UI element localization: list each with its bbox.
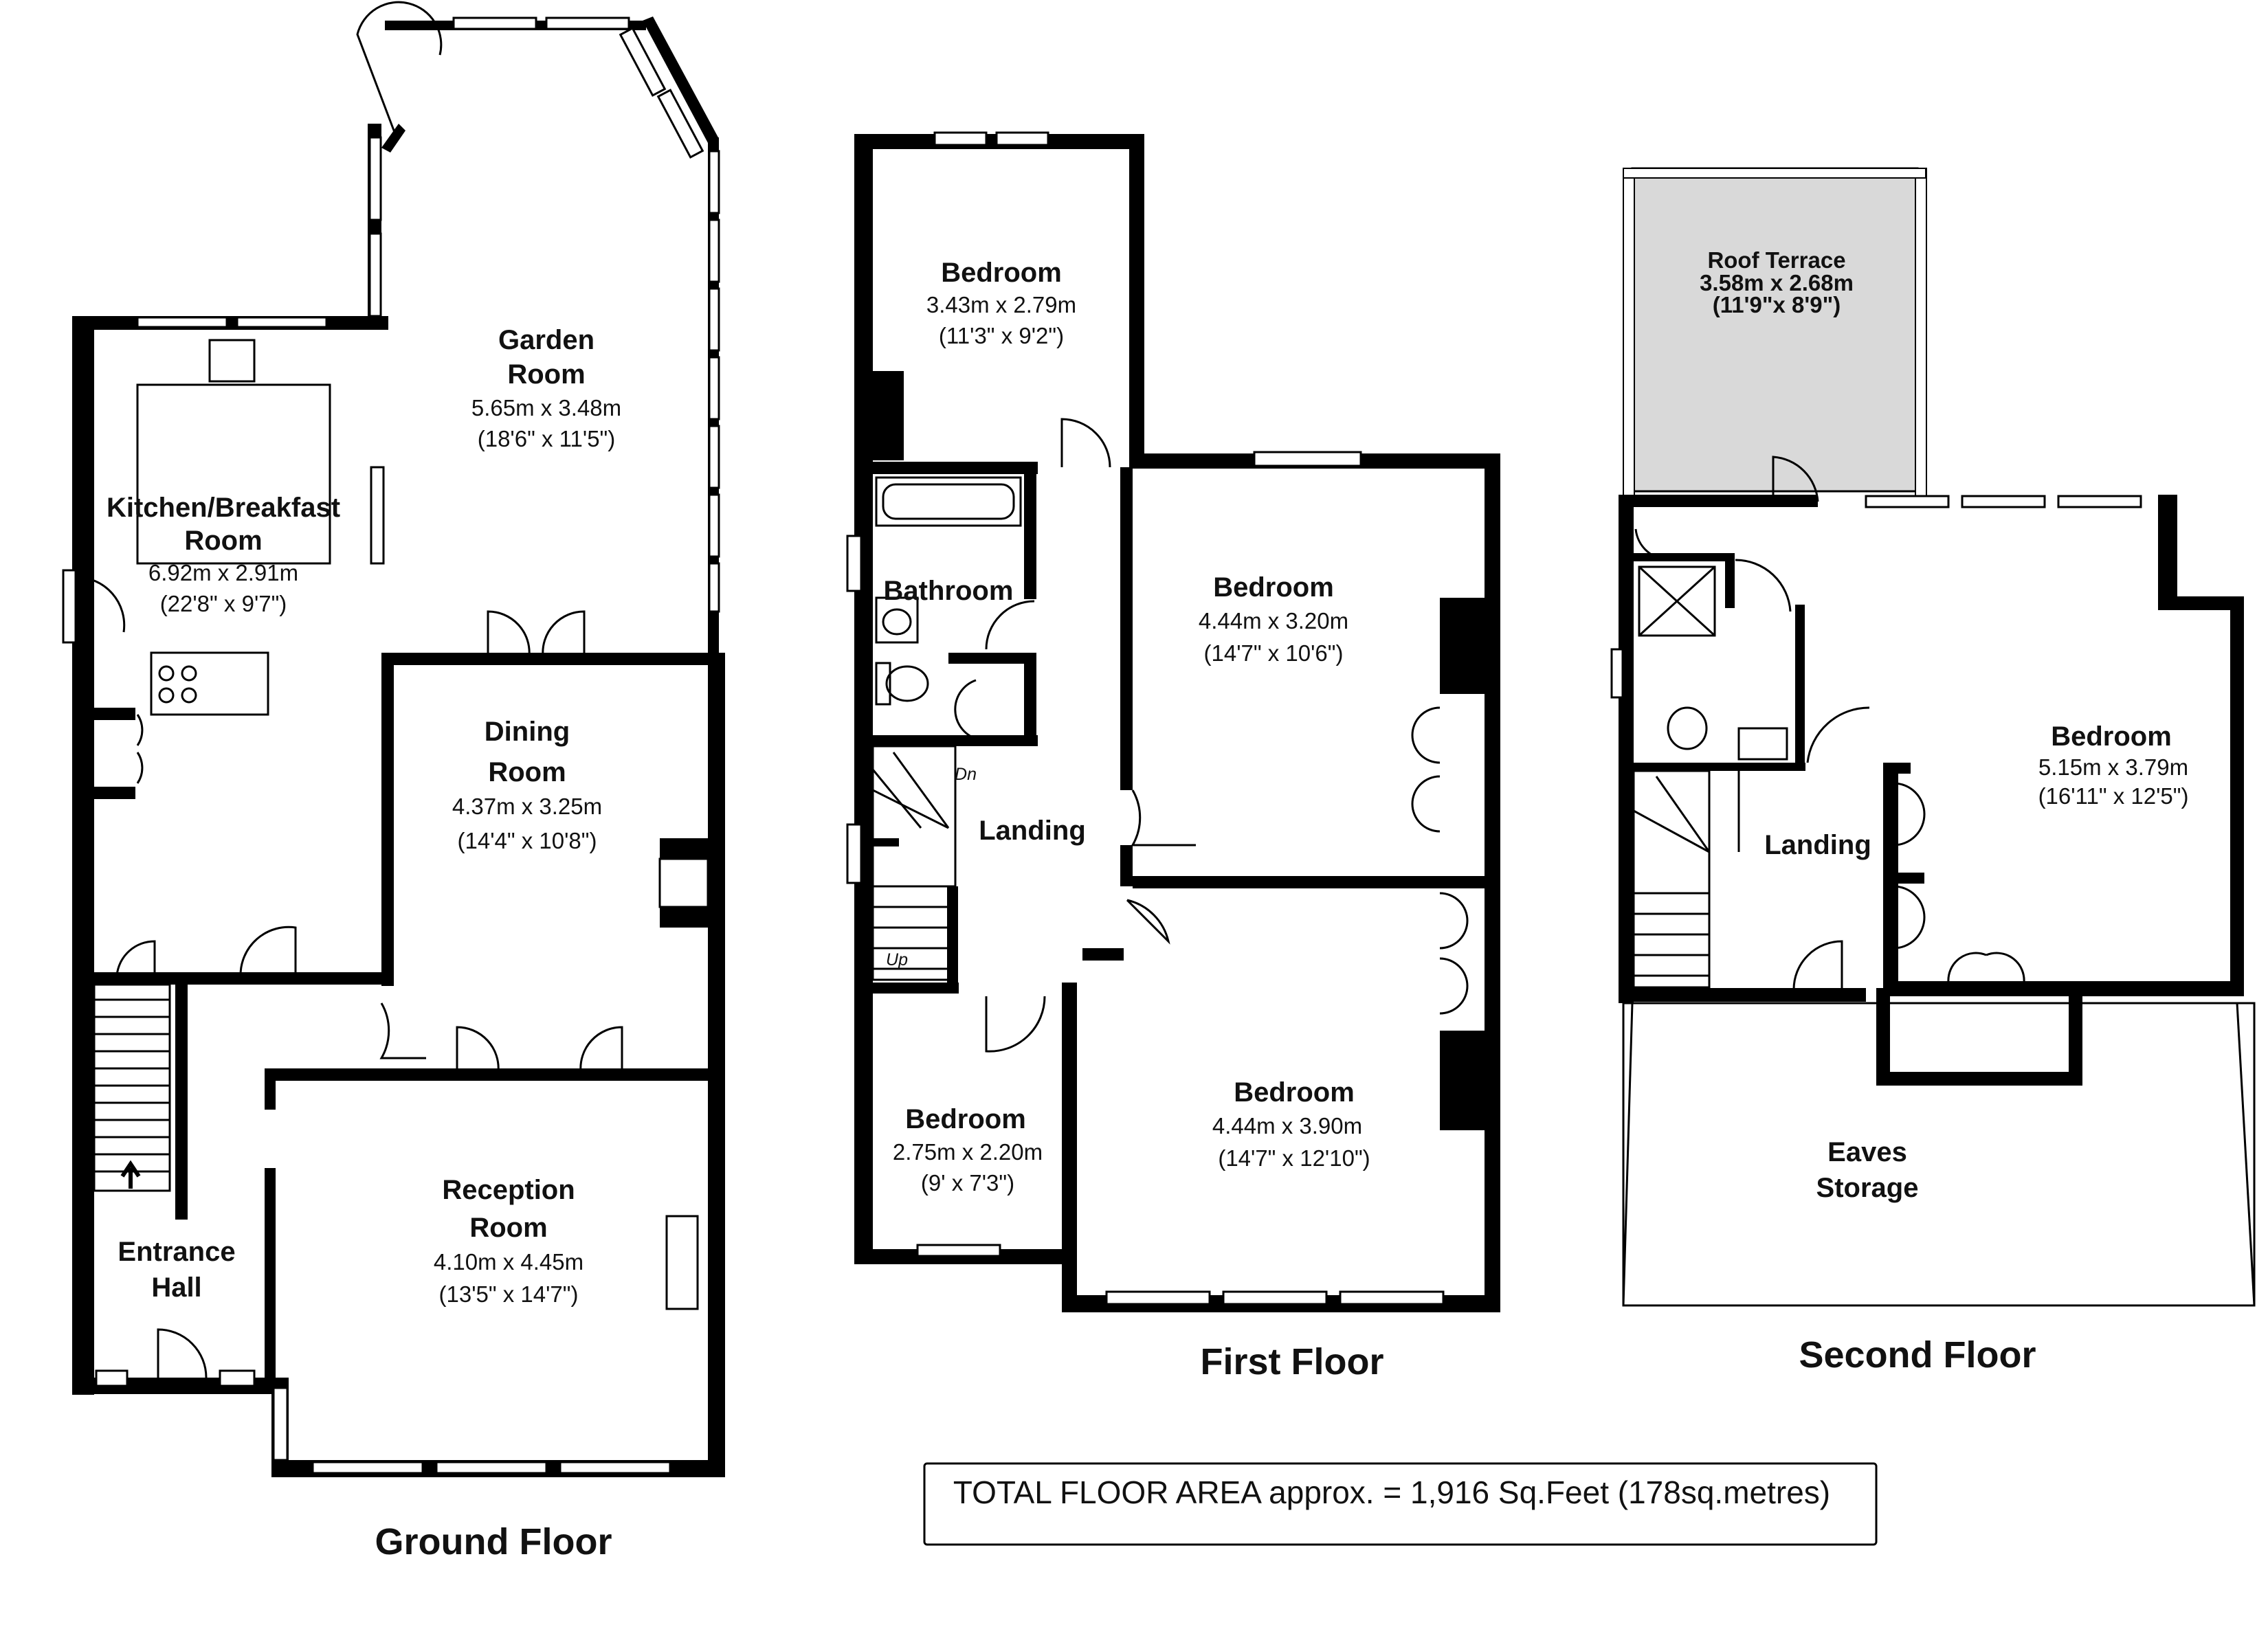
garden-room-imp: (18'6" x 11'5"): [478, 426, 616, 451]
reception-name-2: Room: [469, 1213, 547, 1243]
reception-name: Reception: [442, 1175, 575, 1205]
dining-name-2: Room: [488, 757, 566, 787]
first-bedroom-small-imp: (9' x 7'3"): [921, 1170, 1014, 1196]
first-bedroom-front-dim: 4.44m x 3.90m: [1212, 1113, 1362, 1138]
bathroom-name: Bathroom: [884, 576, 1014, 606]
first-landing-dn: Dn: [955, 765, 977, 784]
first-bedroom-mid-dim: 4.44m x 3.20m: [1199, 608, 1348, 633]
dining-name: Dining: [485, 717, 570, 747]
total-area-box: TOTAL FLOOR AREA approx. = 1,916 Sq.Feet…: [923, 1462, 1878, 1546]
entrance-hall-name: Entrance: [118, 1237, 235, 1267]
dining-dim: 4.37m x 3.25m: [452, 794, 602, 819]
second-bedroom-dim: 5.15m x 3.79m: [2038, 754, 2188, 780]
second-floor: Roof Terrace 3.58m x 2.68m (11'9"x 8'9")…: [1610, 167, 2256, 1376]
first-bedroom-small-dim: 2.75m x 2.20m: [893, 1139, 1043, 1165]
first-bedroom-mid-name: Bedroom: [1213, 572, 1334, 603]
dining-imp: (14'4" x 10'8"): [458, 828, 597, 853]
kitchen-name: Kitchen/Breakfast: [107, 493, 340, 523]
kitchen-name-2: Room: [184, 526, 262, 556]
kitchen-imp: (22'8" x 9'7"): [160, 591, 287, 616]
roof-terrace-imp: (11'9"x 8'9"): [1713, 292, 1841, 317]
second-bedroom-imp: (16'11" x 12'5"): [2038, 783, 2189, 809]
first-landing-up: Up: [886, 950, 908, 969]
reception-dim: 4.10m x 4.45m: [434, 1249, 583, 1275]
ground-floor-label: Ground Floor: [375, 1521, 612, 1562]
first-bedroom-rear-dim: 3.43m x 2.79m: [926, 292, 1076, 317]
first-bedroom-rear-imp: (11'3" x 9'2"): [939, 323, 1064, 348]
second-bedroom-name: Bedroom: [2051, 721, 2172, 752]
kitchen-dim: 6.92m x 2.91m: [148, 560, 298, 585]
garden-room-name-2: Room: [507, 359, 585, 390]
roof-terrace-name: Roof Terrace: [1707, 247, 1845, 273]
first-bedroom-mid-imp: (14'7" x 10'6"): [1204, 640, 1344, 666]
eaves-storage-name: Eaves: [1827, 1137, 1907, 1167]
total-area-text: TOTAL FLOOR AREA approx. = 1,916 Sq.Feet…: [953, 1474, 1830, 1510]
second-floor-label: Second Floor: [1799, 1334, 2036, 1376]
reception-imp: (13'5" x 14'7"): [439, 1281, 579, 1307]
first-bedroom-rear-name: Bedroom: [941, 258, 1062, 288]
garden-room-name: Garden: [498, 325, 594, 355]
first-bedroom-small-name: Bedroom: [905, 1104, 1026, 1134]
first-floor: Bedroom 3.43m x 2.79m (11'3" x 9'2") Bat…: [846, 131, 1500, 1382]
first-bedroom-front-imp: (14'7" x 12'10"): [1218, 1145, 1370, 1171]
eaves-storage-name-2: Storage: [1816, 1173, 1919, 1203]
ground-floor: Garden Room 5.65m x 3.48m (18'6" x 11'5"…: [62, 1, 725, 1562]
entrance-hall-name-2: Hall: [151, 1272, 201, 1303]
first-landing-name: Landing: [979, 816, 1086, 846]
first-floor-label: First Floor: [1201, 1341, 1384, 1382]
roof-terrace-area: [1631, 167, 1919, 493]
second-landing-name: Landing: [1764, 830, 1871, 860]
roof-terrace-dim: 3.58m x 2.68m: [1700, 270, 1854, 295]
garden-room-dim: 5.65m x 3.48m: [471, 395, 621, 420]
first-bedroom-front-name: Bedroom: [1234, 1077, 1355, 1108]
